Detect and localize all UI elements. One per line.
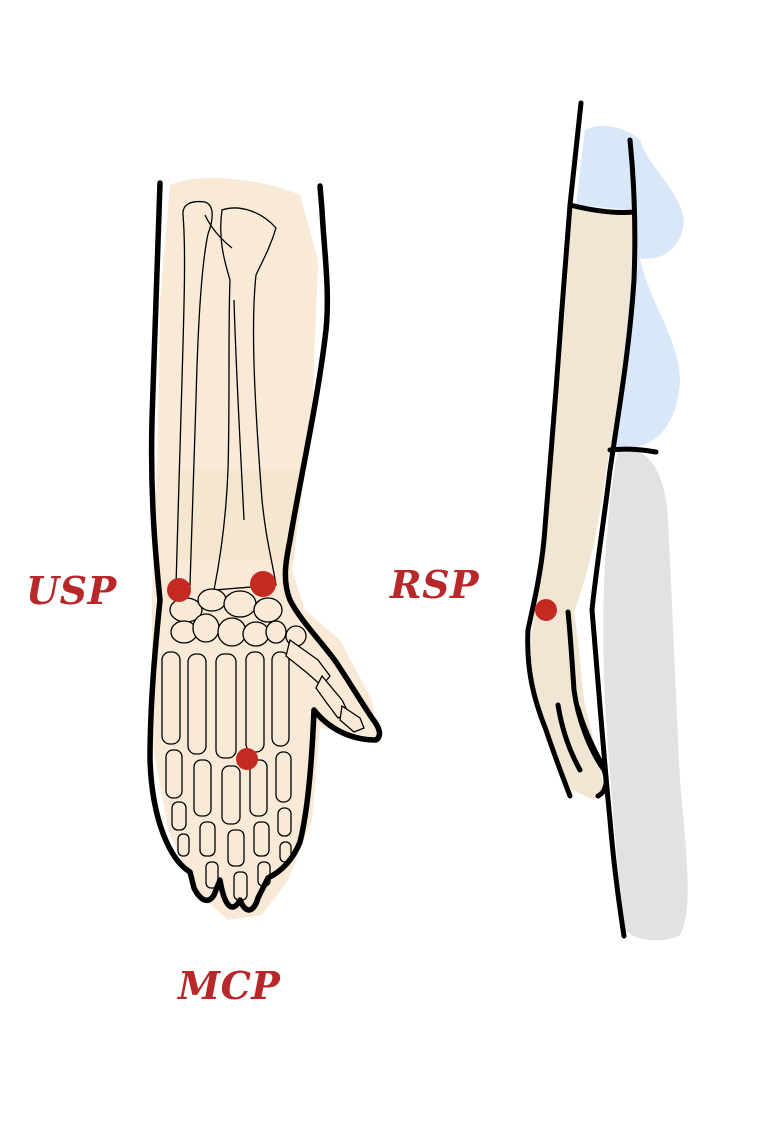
mcp-point [236, 748, 258, 770]
ulna-bone [175, 200, 213, 586]
forearm-outline [147, 180, 383, 913]
forearm-skin-shade [176, 470, 300, 560]
rsp-point-lateral [535, 599, 557, 621]
usp-label: USP [26, 568, 117, 613]
forearm-bones [175, 200, 277, 591]
rsp-point-dorsal [250, 571, 276, 597]
dorsal-forearm-hand [147, 177, 383, 920]
arm-skin-fill [530, 205, 634, 800]
hand-bones [161, 638, 365, 901]
radius-bone [213, 207, 277, 591]
sleeve-fill [576, 125, 684, 452]
torso-shadow [603, 449, 688, 941]
arm-outline [525, 100, 659, 939]
carpal-bones [169, 588, 307, 647]
lateral-arm [525, 100, 688, 941]
rsp-label: RSP [390, 562, 480, 607]
mcp-label: MCP [178, 963, 281, 1008]
usp-point [167, 578, 191, 602]
